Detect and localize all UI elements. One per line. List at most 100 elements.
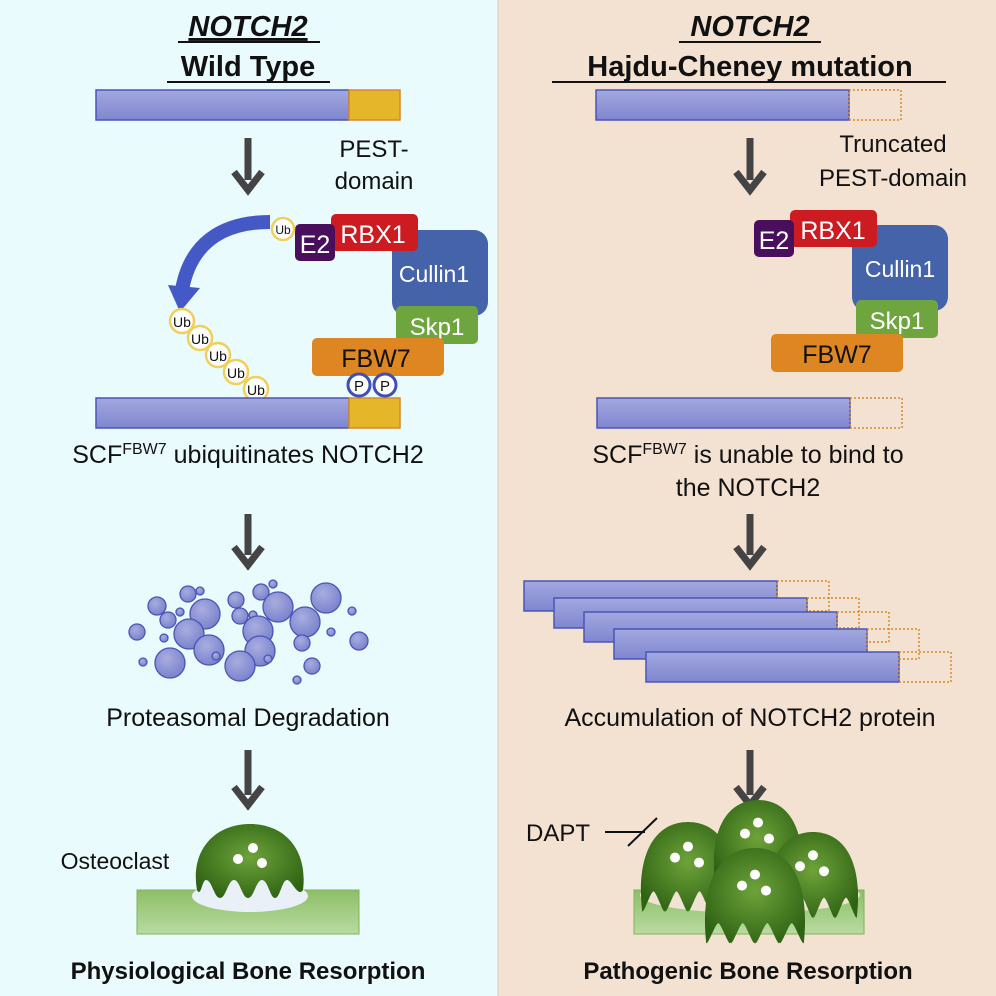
cullin1-subunit <box>852 225 948 311</box>
protein-fragment <box>227 591 245 609</box>
fbw7-subunit <box>771 334 903 372</box>
caption-suffix: is unable to bind to <box>687 441 904 469</box>
down-arrow-icon <box>733 138 767 196</box>
notch2-protein-bar <box>645 651 900 683</box>
right-condition-title: Hajdu-Cheney mutation <box>587 51 912 83</box>
skp1-subunit <box>856 300 938 338</box>
right-gene-title: NOTCH2 <box>690 11 809 43</box>
protein-fragment <box>147 596 167 616</box>
caption-suffix: ubiquitinates NOTCH2 <box>167 441 424 469</box>
cullin1-label: Cullin1 <box>399 261 469 287</box>
scf-complex-right: Cullin1 RBX1 E2 Skp1 FBW7 <box>754 210 948 372</box>
protein-fragment <box>292 675 302 685</box>
pest-label-line2: domain <box>335 168 414 195</box>
caption-superscript: FBW7 <box>642 441 687 458</box>
protein-fragment <box>263 654 273 664</box>
ub-label: Ub <box>191 331 209 347</box>
degradation-label: Proteasomal Degradation <box>106 704 390 732</box>
osteoclast-icon <box>704 848 806 944</box>
fbw7-label: FBW7 <box>802 341 871 369</box>
protein-fragment <box>310 582 342 614</box>
notch2-protein-bar-unbound <box>596 397 851 429</box>
caption-superscript: FBW7 <box>122 441 167 458</box>
ub-label: Ub <box>247 382 265 398</box>
protein-fragment <box>159 611 177 629</box>
phosphate-label: P <box>354 378 364 395</box>
left-panel: NOTCH2 Wild Type PEST- domain Cullin1 RB… <box>61 11 488 985</box>
protein-fragment <box>128 623 146 641</box>
ubiquitin-transfer-arrow <box>175 215 271 292</box>
polyubiquitin-chain: Ub Ub Ub Ub Ub <box>168 307 270 403</box>
scf-complex-left: Cullin1 RBX1 E2 Skp1 FBW7 Ub Ub Ub Ub <box>168 214 488 403</box>
truncated-pest-domain <box>898 651 952 683</box>
truncated-label-line1: Truncated <box>839 131 946 158</box>
left-outcome: Physiological Bone Resorption <box>71 958 426 985</box>
pest-domain <box>348 89 401 121</box>
cullin1-subunit <box>392 230 488 316</box>
caption-prefix: SCF <box>72 441 122 469</box>
left-ubiquitination-caption: SCFFBW7 ubiquitinates NOTCH2 <box>72 441 424 469</box>
osteoclast-icon <box>195 824 304 898</box>
right-panel: NOTCH2 Hajdu-Cheney mutation Truncated P… <box>523 11 967 985</box>
protein-fragment <box>179 585 197 603</box>
fbw7-label: FBW7 <box>341 345 410 373</box>
right-binding-caption-line2: the NOTCH2 <box>676 474 820 502</box>
rbx1-subunit <box>790 210 877 247</box>
phosphate-icon <box>346 372 372 398</box>
notch2-protein-bar-bound <box>95 397 350 429</box>
e2-subunit <box>295 224 335 261</box>
skp1-subunit <box>396 306 478 344</box>
rbx1-label: RBX1 <box>800 217 865 245</box>
notch2-protein-bar-mutant <box>595 89 850 121</box>
protein-fragment <box>289 606 321 638</box>
fbw7-subunit <box>312 338 444 376</box>
rbx1-label: RBX1 <box>340 221 405 249</box>
cullin1-label: Cullin1 <box>865 256 935 282</box>
protein-fragment <box>175 607 185 617</box>
protein-fragment <box>262 591 294 623</box>
inhibition-icon <box>605 817 658 847</box>
accumulated-notch2-stack <box>523 580 952 683</box>
protein-fragment <box>252 583 270 601</box>
skp1-label: Skp1 <box>410 314 465 341</box>
truncated-pest-domain-unbound <box>849 397 903 429</box>
protein-fragment <box>193 634 225 666</box>
truncated-pest-domain <box>848 89 902 121</box>
protein-fragment <box>326 627 336 637</box>
ub-label: Ub <box>173 314 191 330</box>
down-arrow-icon <box>231 514 265 571</box>
protein-fragment <box>195 586 205 596</box>
protein-fragment <box>138 657 148 667</box>
osteoclast-label: Osteoclast <box>61 848 170 874</box>
protein-fragment <box>231 607 249 625</box>
ubiquitin-transfer-arrowhead-icon <box>168 285 200 312</box>
phosphate-label: P <box>380 378 390 395</box>
ub-label: Ub <box>209 348 227 364</box>
e2-subunit <box>754 220 794 257</box>
pest-label-line1: PEST- <box>339 136 408 163</box>
ub-label: Ub <box>275 223 291 237</box>
protein-fragment <box>347 606 357 616</box>
inhibitor-label: DAPT <box>526 820 590 847</box>
protein-fragment <box>349 631 369 651</box>
rbx1-subunit <box>331 214 418 251</box>
protein-fragment <box>268 579 278 589</box>
e2-label: E2 <box>759 227 790 255</box>
down-arrow-icon <box>231 138 265 196</box>
left-condition-title: Wild Type <box>181 51 316 83</box>
ub-label: Ub <box>227 365 245 381</box>
protein-fragment <box>159 633 169 643</box>
pest-domain-bound <box>348 397 401 429</box>
accumulation-label: Accumulation of NOTCH2 protein <box>565 704 936 732</box>
caption-prefix: SCF <box>592 441 642 469</box>
truncated-label-line2: PEST-domain <box>819 165 967 192</box>
protein-fragment <box>154 647 186 679</box>
notch2-protein-bar <box>95 89 350 121</box>
down-arrow-icon <box>733 514 767 571</box>
proteasome-fragments <box>128 579 369 685</box>
protein-fragment <box>211 651 221 661</box>
skp1-label: Skp1 <box>870 308 925 335</box>
protein-fragment <box>303 657 321 675</box>
osteoclast-cluster <box>640 800 859 944</box>
